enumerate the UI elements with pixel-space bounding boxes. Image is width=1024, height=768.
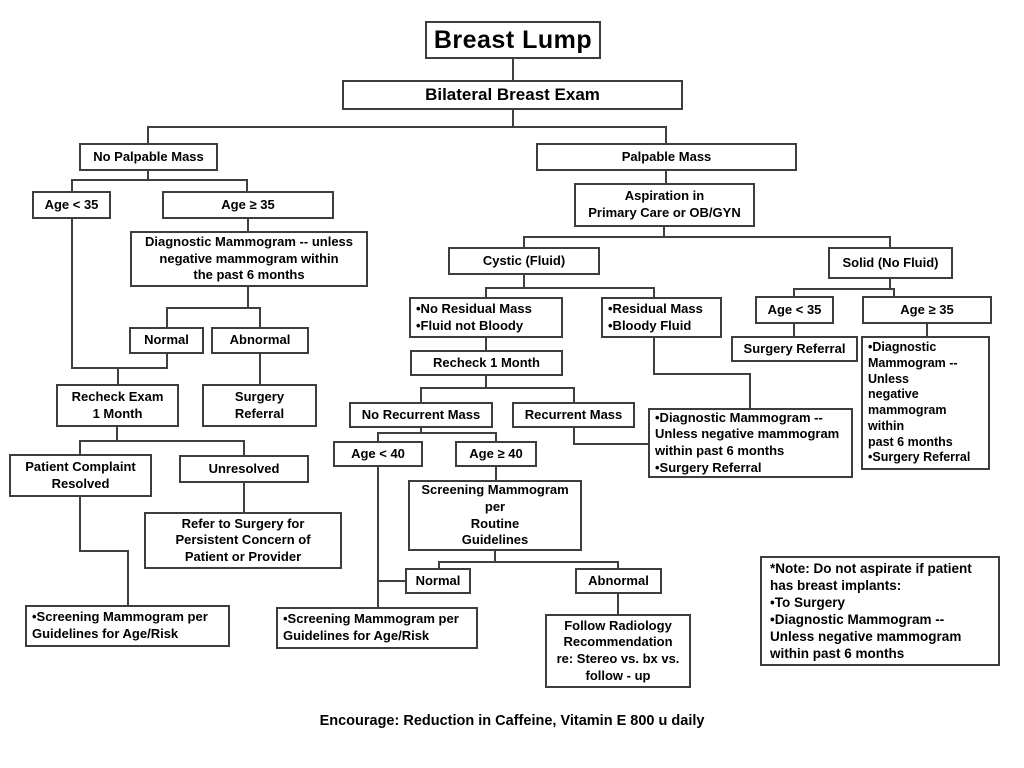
- node-follow-radiology: Follow Radiology Recommendation re: Ster…: [545, 614, 691, 688]
- node-age-ge-35-left: Age ≥ 35: [162, 191, 334, 219]
- node-surgery-referral-left: Surgery Referral: [202, 384, 317, 427]
- node-no-palpable-mass: No Palpable Mass: [79, 143, 218, 171]
- node-age-lt-35-right: Age < 35: [755, 296, 834, 324]
- node-diagnostic-mid: •Diagnostic Mammogram -- Unless negative…: [648, 408, 853, 478]
- node-recurrent-mass: Recurrent Mass: [512, 402, 635, 428]
- node-age-lt-35-left: Age < 35: [32, 191, 111, 219]
- node-screening-mammogram-mid: •Screening Mammogram per Guidelines for …: [276, 607, 478, 649]
- node-screening-mammogram-left: •Screening Mammogram per Guidelines for …: [25, 605, 230, 647]
- node-unresolved: Unresolved: [179, 455, 309, 483]
- node-palpable-mass: Palpable Mass: [536, 143, 797, 171]
- node-age-lt-40: Age < 40: [333, 441, 423, 467]
- node-aspiration: Aspiration in Primary Care or OB/GYN: [574, 183, 755, 227]
- node-note: *Note: Do not aspirate if patient has br…: [760, 556, 1000, 666]
- node-solid-no-fluid: Solid (No Fluid): [828, 247, 953, 279]
- node-bilateral-breast-exam: Bilateral Breast Exam: [342, 80, 683, 110]
- node-breast-lump: Breast Lump: [425, 21, 601, 59]
- node-normal-left: Normal: [129, 327, 204, 354]
- node-no-residual-mass: •No Residual Mass •Fluid not Bloody: [409, 297, 563, 338]
- node-patient-complaint-resolved: Patient Complaint Resolved: [9, 454, 152, 497]
- node-normal-mid: Normal: [405, 568, 471, 594]
- node-recheck-exam-1-month: Recheck Exam 1 Month: [56, 384, 179, 427]
- node-recheck-1-month: Recheck 1 Month: [410, 350, 563, 376]
- node-refer-to-surgery: Refer to Surgery for Persistent Concern …: [144, 512, 342, 569]
- node-screening-routine: Screening Mammogram per Routine Guidelin…: [408, 480, 582, 551]
- node-surgery-referral-right: Surgery Referral: [731, 336, 858, 362]
- node-cystic-fluid: Cystic (Fluid): [448, 247, 600, 275]
- node-abnormal-mid: Abnormal: [575, 568, 662, 594]
- encourage-footer-text: Encourage: Reduction in Caffeine, Vitami…: [319, 713, 705, 729]
- node-diagnostic-tall: •Diagnostic Mammogram -- Unless negative…: [861, 336, 990, 470]
- node-age-ge-35-right: Age ≥ 35: [862, 296, 992, 324]
- node-residual-mass: •Residual Mass •Bloody Fluid: [601, 297, 722, 338]
- node-age-ge-40: Age ≥ 40: [455, 441, 537, 467]
- node-diagnostic-mammogram-left: Diagnostic Mammogram -- unless negative …: [130, 231, 368, 287]
- node-no-recurrent-mass: No Recurrent Mass: [349, 402, 493, 428]
- node-abnormal-left: Abnormal: [211, 327, 309, 354]
